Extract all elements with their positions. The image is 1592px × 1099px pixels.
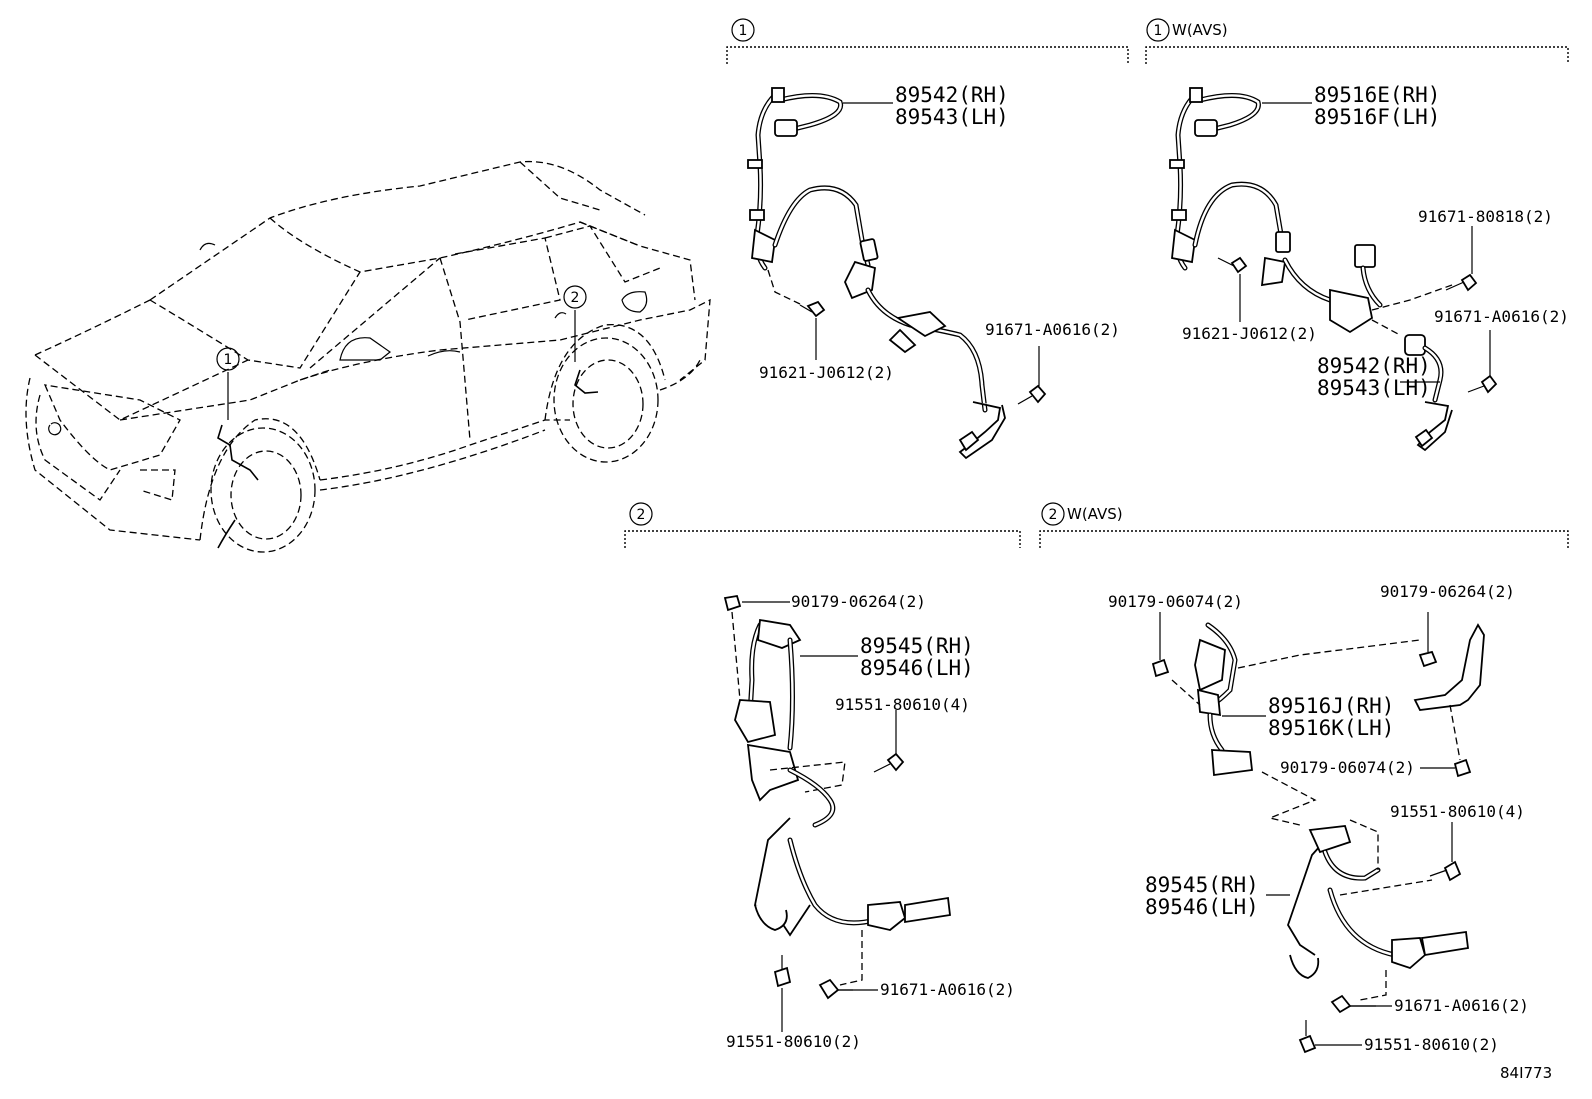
svg-text:W(AVS): W(AVS) — [1067, 505, 1123, 523]
label-s2avs-sensor-rh: 89516J(RH) — [1268, 694, 1394, 718]
car-callout-1: 1 — [224, 352, 233, 368]
vehicle-outline: 1 2 — [25, 160, 711, 553]
label-s2avs-nut-c: 90179-06074(2) — [1280, 758, 1415, 777]
label-s1avs-sensor-rh: 89516E(RH) — [1314, 83, 1440, 107]
section-header-1-avs: 1 W(AVS) — [1145, 18, 1569, 64]
section-2-avs-parts: 90179-06074(2) 90179-06264(2) 89516J(RH)… — [1108, 582, 1529, 1054]
label-s2avs-bolt-c: 91551-80610(2) — [1364, 1035, 1499, 1054]
label-s2-sensor-rh: 89545(RH) — [860, 634, 974, 658]
section-header-1: 1 — [726, 18, 1129, 64]
label-s2avs-nut-a: 90179-06074(2) — [1108, 592, 1243, 611]
label-s2avs-sensor2-rh: 89545(RH) — [1145, 873, 1259, 897]
label-s1avs-sensor-lh: 89516F(LH) — [1314, 105, 1440, 129]
label-s1-bolt-b: 91671-A0616(2) — [985, 320, 1120, 339]
svg-text:1: 1 — [1154, 23, 1163, 39]
label-s2-sensor-lh: 89546(LH) — [860, 656, 974, 680]
svg-text:W(AVS): W(AVS) — [1172, 21, 1228, 39]
section-header-2: 2 — [624, 502, 1021, 548]
svg-text:1: 1 — [739, 23, 748, 39]
label-s1-bolt-a: 91621-J0612(2) — [759, 363, 894, 382]
label-s1-sensor-rh: 89542(RH) — [895, 83, 1009, 107]
label-s2-nut: 90179-06264(2) — [791, 592, 926, 611]
label-s1-sensor-lh: 89543(LH) — [895, 105, 1009, 129]
label-s2-bolt-c: 91551-80610(2) — [726, 1032, 861, 1051]
label-s2avs-sensor2-lh: 89546(LH) — [1145, 895, 1259, 919]
label-s1avs-sensor2-rh: 89542(RH) — [1317, 354, 1431, 378]
section-1-avs-parts: 89516E(RH) 89516F(LH) 91671-80818(2) 916… — [1169, 83, 1569, 452]
section-header-2-avs: 2 W(AVS) — [1039, 502, 1569, 548]
section-1-parts: 89542(RH) 89543(LH) 91621-J0612(2) 91671… — [747, 83, 1120, 460]
label-s1avs-sensor2-lh: 89543(LH) — [1317, 376, 1431, 400]
label-s2avs-nut-b: 90179-06264(2) — [1380, 582, 1515, 601]
section-2-parts: 90179-06264(2) 89545(RH) 89546(LH) 91551… — [723, 592, 1015, 1051]
car-callout-2: 2 — [571, 290, 580, 306]
label-s2avs-bolt-a: 91551-80610(4) — [1390, 802, 1525, 821]
label-s2-bolt-a: 91551-80610(4) — [835, 695, 970, 714]
svg-text:2: 2 — [1049, 507, 1058, 523]
svg-text:2: 2 — [637, 507, 646, 523]
label-s2avs-bolt-b: 91671-A0616(2) — [1394, 996, 1529, 1015]
label-s2avs-sensor-lh: 89516K(LH) — [1268, 716, 1394, 740]
label-s1avs-bolt-c: 91671-80818(2) — [1418, 207, 1553, 226]
label-s1avs-bolt-a: 91621-J0612(2) — [1182, 324, 1317, 343]
figure-id: 84I773 — [1500, 1064, 1552, 1082]
label-s1avs-bolt-b: 91671-A0616(2) — [1434, 307, 1569, 326]
label-s2-bolt-b: 91671-A0616(2) — [880, 980, 1015, 999]
